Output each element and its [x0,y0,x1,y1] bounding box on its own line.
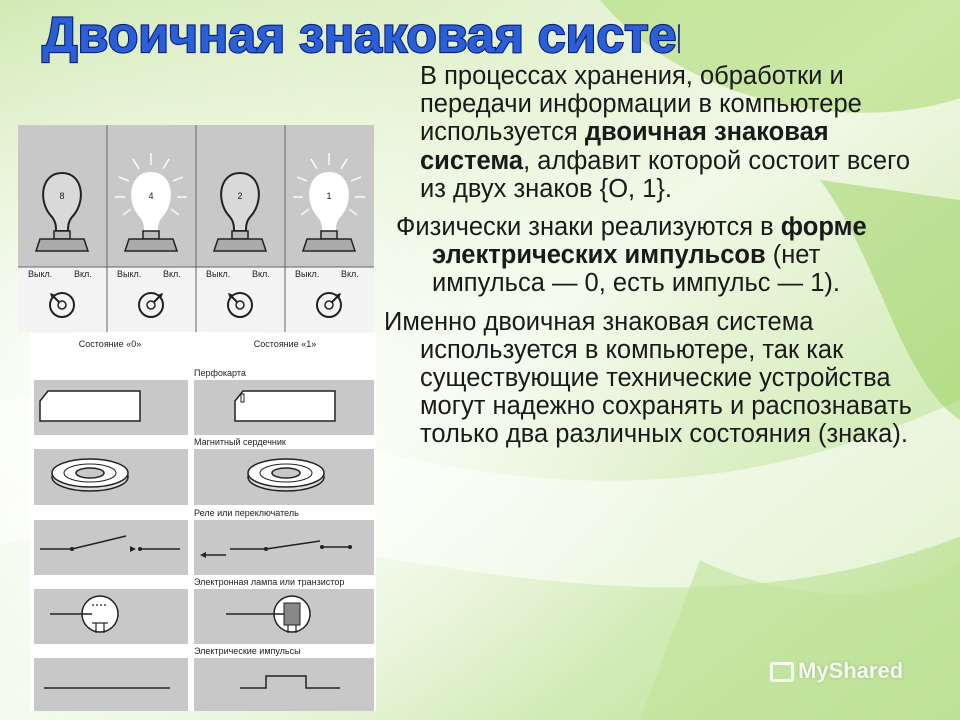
bulb-number: 8 [59,191,64,201]
p1-text-a: В процессах хранения, обработки и переда… [420,62,862,147]
switch-off-label: Выкл. [28,269,52,279]
states-table: Состояние «0» Состояние «1» Перфокарта М… [30,333,376,711]
watermark-text: MyShared [798,658,904,683]
main-text: В процессах хранения, обработки и переда… [384,62,940,449]
row-relay: Реле или переключатель [34,508,374,575]
paragraph-1: В процессах хранения, обработки и переда… [384,62,940,203]
bulb-4-on: 4 [115,153,187,252]
row-label: Перфокарта [194,368,246,378]
bulb-number: 4 [148,191,153,201]
bulb-2-off: 2 [212,171,268,252]
state-0-header: Состояние «0» [79,339,141,349]
p2-bold: форме электрических импульсов [432,213,867,270]
bulb-1-on: 1 [293,153,365,252]
switch-knob-on [316,292,342,318]
paragraph-2: Физически знаки реализуются в форме элек… [384,213,940,298]
row-punch-card: Перфокарта [34,368,374,435]
presentation-icon [770,662,794,682]
slide-title: Двоичная знаковая система [41,6,680,64]
switch-off-label: Выкл. [117,269,141,279]
row-pulse: Электрические импульсы [34,646,374,711]
state-1-header: Состояние «1» [254,339,316,349]
switch-knob-off [227,292,253,318]
bulbs-panel: 8 4 2 1 Выкл [18,125,374,332]
switch-off-label: Выкл. [295,269,319,279]
row-label: Электрические импульсы [194,646,301,656]
paragraph-3: Именно двоичная знаковая система использ… [384,307,912,449]
switch-on-label: Вкл. [341,269,359,279]
switch-row: Выкл. Вкл. Выкл. Вкл. Выкл. Вкл. Выкл. В… [28,269,359,279]
p2-text-a: Физически знаки реализуются в [396,213,781,242]
title-text: Двоичная знаковая система [42,7,680,63]
switch-off-label: Выкл. [206,269,230,279]
row-magnetic-core: Магнитный сердечник [34,437,374,505]
p1-bold: двоичная знаковая система [420,118,829,175]
p1-text-b: , алфавит которой состоит всего из двух … [420,146,911,203]
p2-text-b: (нет импульса — 0, есть импульс — 1). [432,241,840,298]
bulb-8-off: 8 [34,171,90,252]
switch-knob-off [49,292,75,318]
row-label: Электронная лампа или транзистор [194,577,344,587]
row-label: Магнитный сердечник [194,437,286,447]
bulb-number: 1 [326,191,331,201]
switch-on-label: Вкл. [163,269,181,279]
row-tube: Электронная лампа или транзистор [34,577,374,644]
row-label: Реле или переключатель [194,508,299,518]
switch-on-label: Вкл. [74,269,92,279]
switch-knob-on [138,292,164,318]
switch-on-label: Вкл. [252,269,270,279]
bulb-number: 2 [237,191,242,201]
watermark: MyShared [770,658,903,684]
